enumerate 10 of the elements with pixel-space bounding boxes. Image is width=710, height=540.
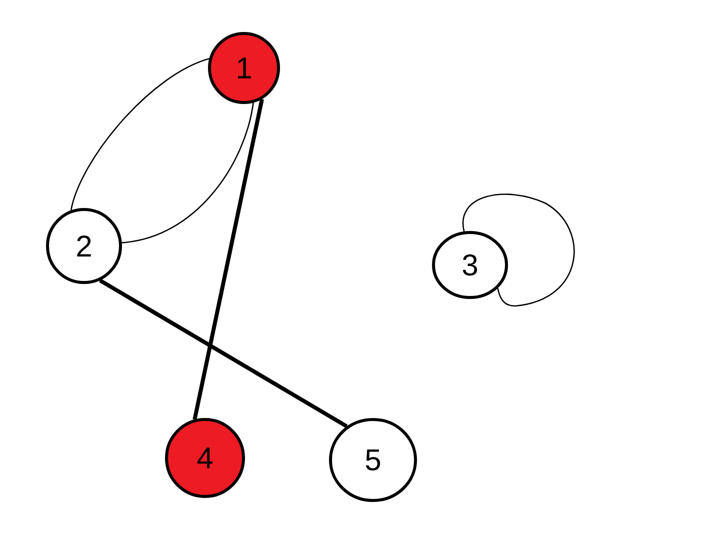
graph-node: 3 <box>432 231 508 299</box>
graph-node: 4 <box>165 418 245 498</box>
graph-node: 5 <box>329 418 417 502</box>
curved-edge <box>70 58 210 210</box>
edge-line <box>99 278 348 428</box>
graph-node: 2 <box>46 208 122 284</box>
curved-edge <box>122 102 254 244</box>
edge-line <box>192 98 264 420</box>
loop-edge <box>462 194 575 307</box>
graph-node: 1 <box>208 32 280 104</box>
